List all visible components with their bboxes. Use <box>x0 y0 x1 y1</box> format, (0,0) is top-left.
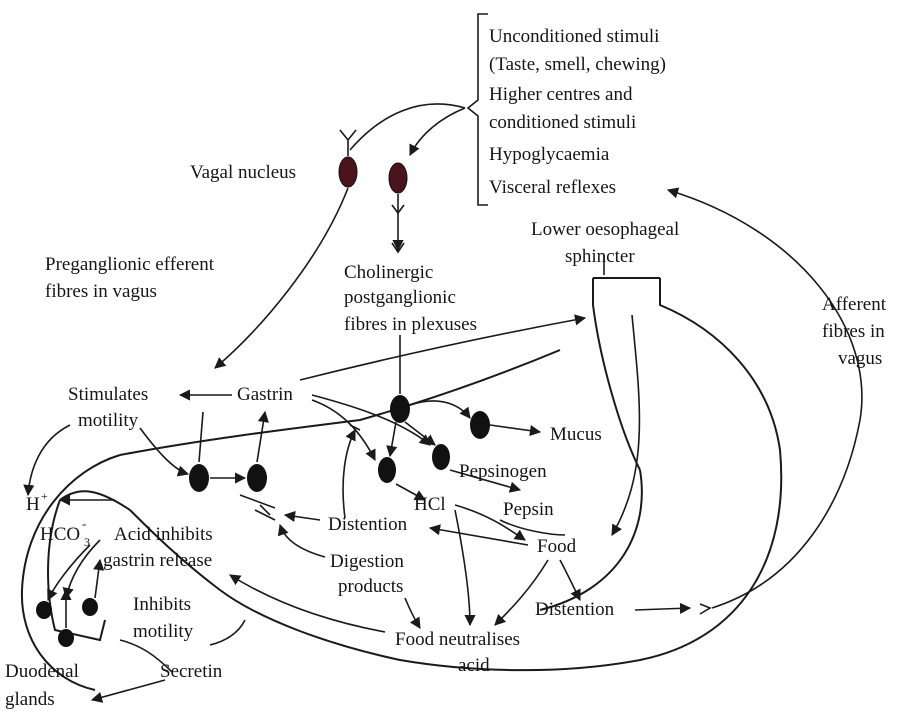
stomach-outline <box>20 277 783 691</box>
stimulus-item: Unconditioned stimuli <box>489 26 659 47</box>
preganglionic-label: Preganglionic efferent <box>45 254 215 275</box>
distention-label: Distention <box>328 514 408 535</box>
digestion-products-label: products <box>338 576 403 597</box>
bicarbonate-label: HCO - 3 <box>40 516 90 549</box>
mucus-label: Mucus <box>550 424 602 445</box>
stimulates-motility-label: motility <box>78 410 139 431</box>
duodenal-cells <box>36 598 98 647</box>
svg-text:H: H <box>26 494 40 515</box>
stimulates-motility-label: Stimulates <box>68 384 148 405</box>
stimuli-list: Unconditioned stimuli (Taste, smell, che… <box>489 26 666 198</box>
pepsinogen-label: Pepsinogen <box>459 461 547 482</box>
food-label: Food <box>537 536 577 557</box>
secretin-label: Secretin <box>160 661 223 682</box>
stimuli-bracket <box>466 13 488 206</box>
stimulus-item: Higher centres and <box>489 84 633 105</box>
stimulus-item: Visceral reflexes <box>489 177 616 198</box>
hcl-label: HCl <box>414 494 446 515</box>
svg-text:HCO: HCO <box>40 524 80 545</box>
svg-text:-: - <box>82 516 86 531</box>
cholinergic-label: Cholinergic <box>344 262 433 283</box>
lower-sphincter-label: sphincter <box>565 246 635 267</box>
pathway-arrows <box>23 103 863 703</box>
acid-inhibits-label: Acid inhibits <box>114 524 213 545</box>
stimulus-item: (Taste, smell, chewing) <box>489 54 666 75</box>
gastrin-label: Gastrin <box>237 384 293 405</box>
svg-text:+: + <box>41 489 48 503</box>
acid-inhibits-label: gastrin release <box>103 550 212 571</box>
svg-text:3: 3 <box>84 535 90 549</box>
vagal-neuron-1 <box>338 156 358 188</box>
afferent-label: fibres in <box>822 321 885 342</box>
pepsin-label: Pepsin <box>503 499 554 520</box>
preganglionic-label: fibres in vagus <box>45 281 157 302</box>
lower-sphincter-label: Lower oesophageal <box>531 219 679 240</box>
food-neutralises-label: acid <box>458 655 490 676</box>
h-ion-label: H + <box>26 489 48 515</box>
cholinergic-label: fibres in plexuses <box>344 314 477 335</box>
food-neutralises-label: Food neutralises <box>395 629 520 650</box>
duodenal-glands-label: Duodenal <box>5 661 79 682</box>
digestion-products-label: Digestion <box>330 551 404 572</box>
vagal-neuron-2 <box>388 162 408 194</box>
inhibits-motility-label: Inhibits <box>133 594 191 615</box>
inhibits-motility-label: motility <box>133 621 194 642</box>
stimulus-item: conditioned stimuli <box>489 112 636 133</box>
duodenal-glands-label: glands <box>5 689 55 710</box>
distention-label: Distention <box>535 599 615 620</box>
plexus-cells <box>189 395 490 492</box>
afferent-label: vagus <box>838 348 882 369</box>
stimulus-item: Hypoglycaemia <box>489 144 610 165</box>
vagal-nucleus-label: Vagal nucleus <box>190 162 296 183</box>
afferent-label: Afferent <box>822 294 887 315</box>
cholinergic-label: postganglionic <box>344 287 456 308</box>
